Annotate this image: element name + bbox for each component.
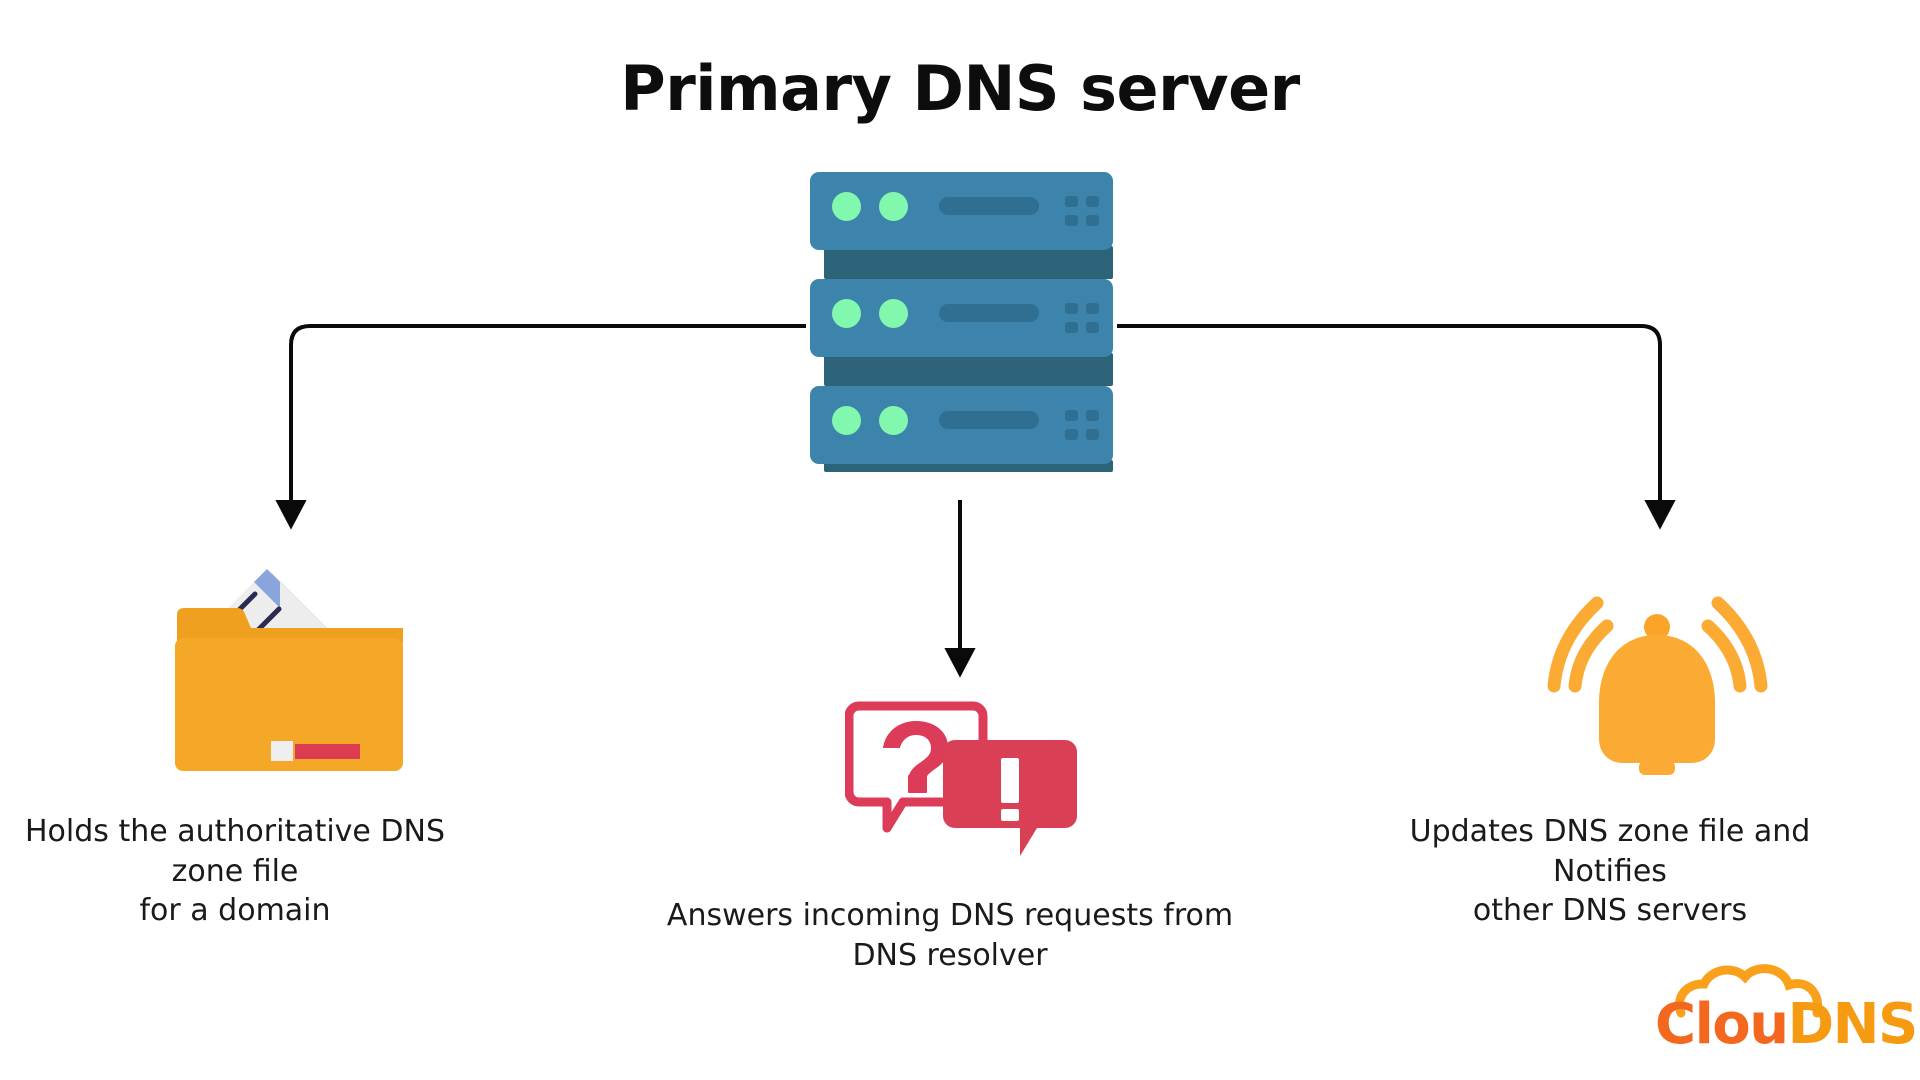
caption-answer-requests: Answers incoming DNS requests from DNS r… <box>665 896 1235 975</box>
rack-port-grid <box>1065 196 1099 226</box>
cloudns-logo[interactable]: ClouDNS <box>1655 964 1918 1065</box>
status-led <box>879 192 908 221</box>
folder-back <box>177 608 403 643</box>
arrow-to-notify <box>1117 324 1676 530</box>
bell-sound-waves <box>1547 596 1768 693</box>
caption-notify: Updates DNS zone file and Notifies other… <box>1380 812 1840 931</box>
bell-clapper <box>1639 761 1675 775</box>
caption-line: Holds the authoritative DNS zone file <box>25 814 445 889</box>
caption-line: Updates DNS zone file and Notifies <box>1409 814 1811 889</box>
rack-slot-bar <box>939 411 1039 429</box>
exclamation-mark-glyph <box>1001 758 1019 821</box>
rack-port-grid <box>1065 303 1099 333</box>
server-rack-icon <box>810 172 1113 472</box>
folder-document-icon <box>175 569 403 771</box>
folder-tab-red <box>295 744 360 759</box>
status-led <box>832 299 861 328</box>
rack-separator <box>824 353 1113 386</box>
rack-port-grid <box>1065 410 1099 440</box>
status-led <box>879 299 908 328</box>
rack-unit <box>810 172 1113 250</box>
caption-line: Answers incoming DNS requests from <box>666 898 1234 933</box>
status-led <box>832 406 861 435</box>
caption-line: other DNS servers <box>1472 893 1748 929</box>
folder-tab-white <box>271 741 293 761</box>
bell-body <box>1599 635 1715 763</box>
status-led <box>832 192 861 221</box>
question-mark-glyph <box>883 721 948 793</box>
cloudns-wordmark: ClouDNS <box>1655 997 1918 1053</box>
caption-zone-file: Holds the authoritative DNS zone file fo… <box>15 812 455 931</box>
page-title: Primary DNS server <box>620 52 1300 125</box>
bell-top-knob <box>1644 614 1670 640</box>
rack-unit <box>810 386 1113 464</box>
arrow-to-zone-file <box>275 324 806 530</box>
rack-slot-bar <box>939 197 1039 215</box>
ringing-bell-icon <box>1547 596 1768 775</box>
folder-front <box>175 638 403 771</box>
rack-unit <box>810 279 1113 357</box>
rack-separator <box>824 246 1113 279</box>
speech-bubbles-question-exclamation-icon <box>845 701 1077 856</box>
status-led <box>879 406 908 435</box>
logo-text-dns: DNS <box>1787 992 1919 1057</box>
rack-slot-bar <box>939 304 1039 322</box>
caption-line: DNS resolver <box>852 937 1048 973</box>
paper-corner-fold <box>254 569 280 608</box>
caption-line: for a domain <box>139 893 331 929</box>
logo-text-clou: Clou <box>1655 992 1789 1057</box>
cloud-icon <box>1675 964 1823 1018</box>
